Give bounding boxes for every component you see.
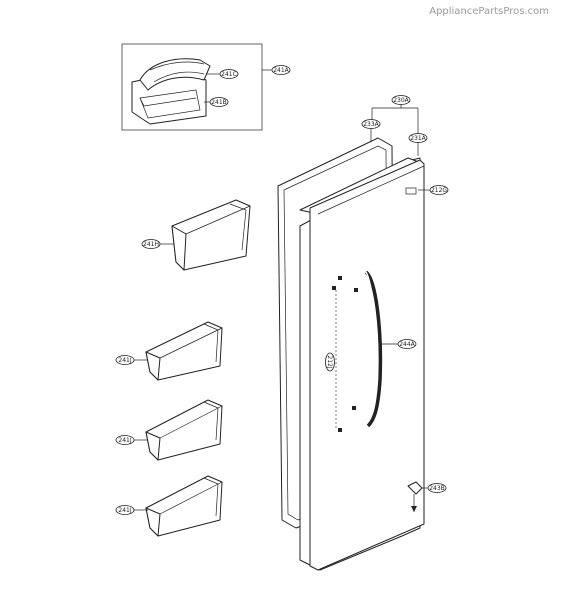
callout-241a-label: 241A	[273, 67, 289, 74]
freezer-door	[299, 157, 425, 571]
callout-241b	[209, 97, 229, 107]
callout-244a	[397, 339, 417, 349]
handle-screw-5	[338, 428, 342, 432]
callout-231a-label: 231A	[410, 135, 426, 142]
callout-233a-label: 233A	[363, 121, 379, 128]
callout-241j-1	[115, 355, 135, 365]
door-callouts: 230A 233A 231A 212G 244A 212J 243B	[325, 95, 449, 512]
callout-241b-label: 241B	[211, 99, 227, 106]
callout-241j-2	[115, 435, 135, 445]
callout-241h-label: 241H	[143, 241, 159, 248]
handle-screw-1	[338, 276, 342, 280]
callout-241h	[141, 239, 161, 249]
callout-212j-label: 212J	[326, 355, 333, 368]
callout-241j-1-label: 241J	[118, 357, 131, 364]
dairy-bin-lid	[139, 58, 211, 91]
callout-241c-label: 241C	[221, 71, 237, 78]
handle-screw-2	[332, 286, 336, 290]
callout-212j	[325, 352, 335, 372]
callout-241c	[219, 69, 239, 79]
callout-212g-label: 212G	[431, 187, 447, 194]
dairy-bin-front	[139, 89, 201, 119]
door-bin-241h: 241H	[141, 199, 251, 271]
callout-212g	[429, 185, 449, 195]
handle-screw-4	[352, 406, 356, 410]
door-front-face	[309, 159, 425, 571]
callout-243b-label: 243B	[429, 485, 445, 492]
callout-241j-2-label: 241J	[118, 437, 131, 444]
assembly-box	[121, 43, 263, 131]
watermark-text: AppliancePartsPros.com	[429, 6, 549, 17]
callout-241j-3	[115, 505, 135, 515]
door-handle	[364, 270, 383, 428]
callout-241j-3-label: 241J	[118, 507, 131, 514]
door-bin-241j-2: 241J	[115, 399, 223, 461]
callout-241a	[271, 65, 291, 75]
door-bin-241j-1: 241J	[115, 321, 223, 381]
callout-230a-label: 230A	[393, 97, 409, 104]
door-bin-241j-3: 241J	[115, 475, 223, 537]
handle-screw-3	[354, 288, 358, 292]
callout-243b	[427, 483, 447, 493]
callout-244a-label: 244A	[399, 341, 415, 348]
lg-logo-badge	[405, 187, 417, 195]
dairy-bin-assembly-group: 241C 241B 241A	[121, 43, 291, 131]
